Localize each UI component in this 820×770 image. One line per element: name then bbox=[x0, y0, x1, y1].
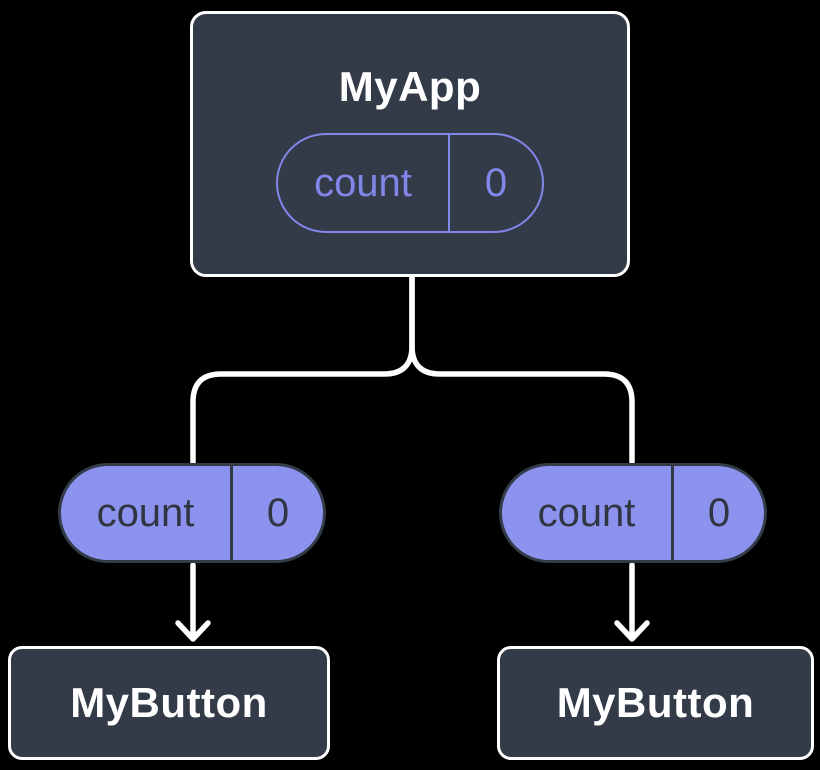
prop-pill-left-name: count bbox=[61, 466, 233, 560]
prop-pill-left: count 0 bbox=[58, 463, 326, 563]
prop-pill-right: count 0 bbox=[499, 463, 767, 563]
arrow-head-left bbox=[175, 620, 211, 642]
child-node-left-mybutton: MyButton bbox=[8, 646, 330, 760]
prop-pill-left-value: 0 bbox=[266, 490, 290, 535]
root-state-pill: count 0 bbox=[276, 133, 544, 233]
root-node-title: MyApp bbox=[338, 63, 482, 110]
branch-line-left bbox=[190, 267, 415, 465]
arrow-head-right bbox=[614, 620, 650, 642]
branch-line-right bbox=[409, 267, 635, 465]
prop-pill-right-value: 0 bbox=[707, 490, 731, 535]
prop-pill-right-name: count bbox=[502, 466, 674, 560]
state-pill-name: count bbox=[278, 135, 450, 231]
root-node-myapp: MyApp count 0 bbox=[190, 11, 630, 277]
state-pill-value: 0 bbox=[484, 160, 508, 205]
child-node-right-title: MyButton bbox=[556, 679, 755, 726]
child-node-right-mybutton: MyButton bbox=[497, 646, 814, 760]
child-node-left-title: MyButton bbox=[70, 679, 268, 726]
